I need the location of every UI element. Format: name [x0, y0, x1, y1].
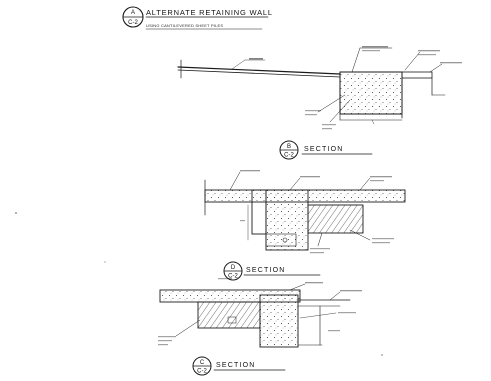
section-b-label: B C-2 SECTION — [279, 140, 373, 160]
detail-a-bubble: A C-2 — [122, 6, 144, 28]
section-c-title: SECTION — [216, 362, 256, 369]
section-d-bubble-top: D — [231, 265, 236, 271]
section-c-bubble-bottom: C-2 — [197, 369, 207, 375]
detail-a: A C-2 ALTERNATE RETAINING WALL USING CAN… — [122, 6, 462, 130]
section-d-title: SECTION — [246, 267, 286, 274]
detail-b — [204, 170, 406, 254]
section-d-bubble-bottom: C-2 — [228, 274, 238, 280]
section-b-bubble-top: B — [287, 144, 291, 150]
detail-a-title: ALTERNATE RETAINING WALL — [146, 8, 273, 17]
scan-specks — [15, 212, 383, 356]
section-d-label: D C-2 SECTION — [223, 261, 321, 281]
detail-a-bubble-top: A — [131, 10, 135, 16]
detail-a-subtitle: USING CANTILEVERED SHEET PILES — [146, 23, 223, 28]
detail-d — [158, 278, 362, 348]
section-c-bubble-top: C — [200, 360, 205, 366]
detail-a-bubble-bottom: C-2 — [128, 20, 138, 26]
section-b-bubble-bottom: C-2 — [284, 153, 294, 159]
section-b-title: SECTION — [304, 146, 344, 153]
section-c-label: C C-2 SECTION — [192, 356, 286, 376]
